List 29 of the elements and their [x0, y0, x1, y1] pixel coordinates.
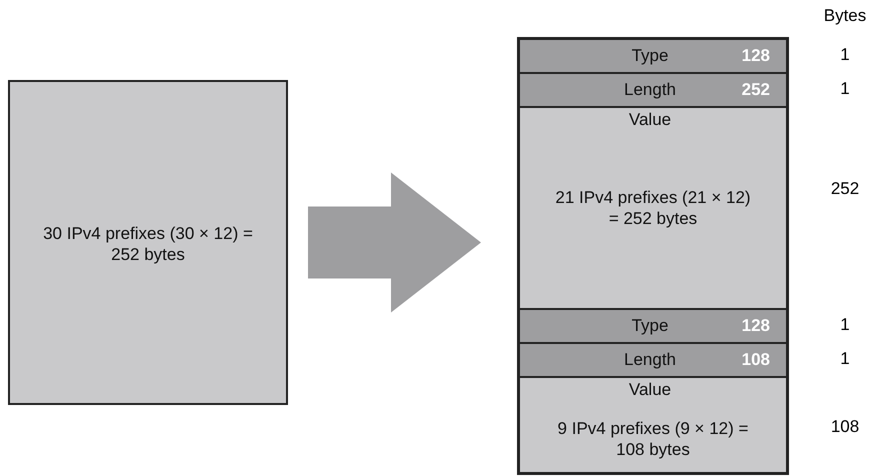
field-name: Value — [628, 110, 672, 130]
column-heading: Bytes — [822, 6, 868, 26]
byte-count: 1 — [839, 45, 851, 65]
header-field — [519, 73, 787, 107]
field-name: Value — [628, 380, 672, 400]
field-name: Length — [623, 350, 677, 370]
field-name: Type — [630, 316, 670, 336]
header-field — [519, 309, 787, 343]
value-text: 21 IPv4 prefixes (21 × 12) = 252 bytes — [554, 187, 752, 229]
field-name: Length — [623, 80, 677, 100]
data-block — [8, 80, 288, 405]
byte-count: 252 — [830, 179, 860, 199]
tlv-stack — [517, 37, 789, 475]
field-value: 108 — [742, 350, 770, 370]
field-value: 128 — [742, 316, 770, 336]
block-arrow — [308, 172, 481, 312]
value-field — [519, 377, 787, 473]
field-value: 128 — [742, 46, 770, 66]
value-text: 9 IPv4 prefixes (9 × 12) = 108 bytes — [556, 418, 750, 460]
byte-count: 1 — [839, 315, 851, 335]
field-value: 252 — [742, 80, 770, 100]
byte-count: 1 — [839, 349, 851, 369]
byte-count: 1 — [839, 79, 851, 99]
block-text: 30 IPv4 prefixes (30 × 12) = 252 bytes — [42, 222, 254, 264]
header-field — [519, 343, 787, 377]
value-field — [519, 107, 787, 309]
field-name: Type — [630, 46, 670, 66]
byte-count: 108 — [830, 417, 860, 437]
header-field — [519, 39, 787, 73]
